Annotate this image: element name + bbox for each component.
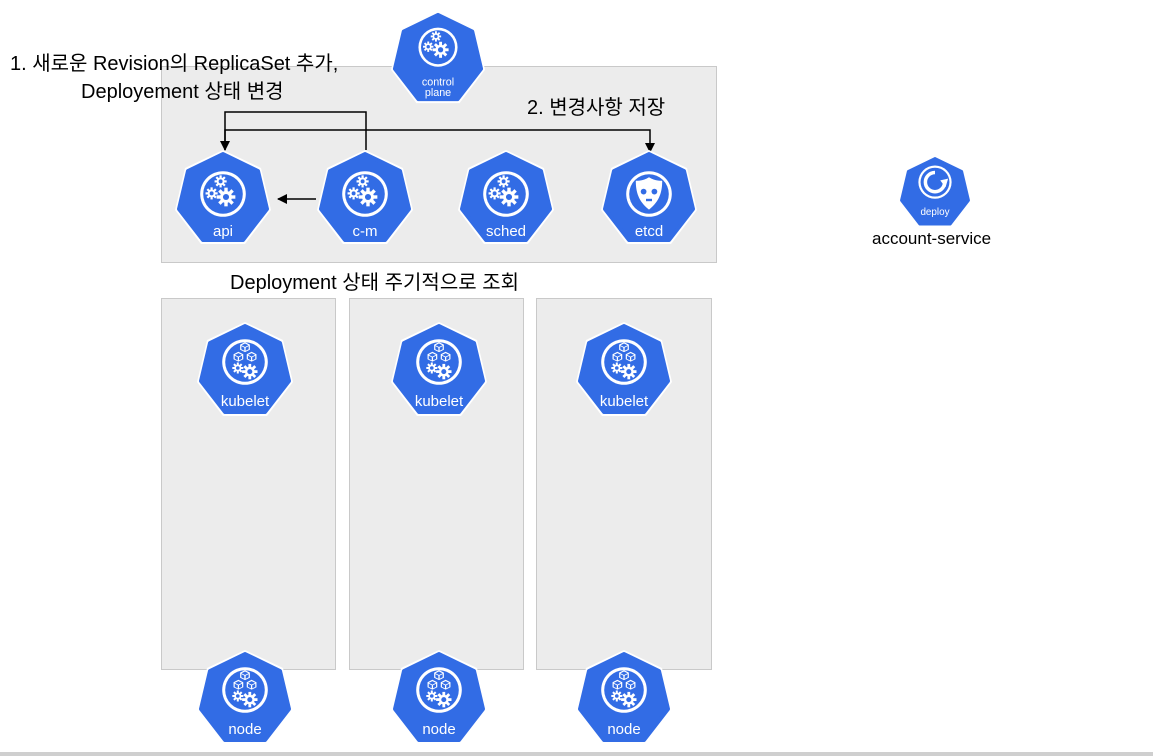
arrow-cm-to-api-top [220,111,367,151]
kubelet-badge-2: kubelet [389,320,489,420]
gears-icon [342,171,388,217]
node-icon [601,667,647,713]
deploy-icon [917,164,953,200]
kubelet-badge-1: kubelet [195,320,295,420]
deploy-badge: deploy [897,154,973,230]
control-plane-label-2: plane [425,87,451,99]
annotation-step2: 2. 변경사항 저장 [527,97,666,119]
kubelet-label-3: kubelet [600,393,649,410]
control-plane-label-1: control [422,76,454,88]
node-badge-2: node [389,648,489,748]
annotation-step1-line2: Deployement 상태 변경 [81,81,284,103]
node-label-1: node [228,721,261,738]
control-plane-badge: control plane [389,9,487,107]
cm-label: c-m [353,223,378,240]
node-icon [416,667,462,713]
annotation-poll: Deployment 상태 주기적으로 조회 [230,272,519,294]
deploy-icon-label: deploy [920,207,949,218]
node-label-2: node [422,721,455,738]
api-label: api [213,223,233,240]
kubelet-icon [601,339,647,385]
etcd-label: etcd [635,223,663,240]
node-label-3: node [607,721,640,738]
annotation-step1-line1: 1. 새로운 Revision의 ReplicaSet 추가, [10,53,339,75]
etcd-robot-icon [626,171,672,217]
scheduler-badge: sched [456,148,556,248]
gears-icon [483,171,529,217]
node-icon [222,667,268,713]
gears-icon [200,171,246,217]
etcd-badge: etcd [599,148,699,248]
api-server-badge: api [173,148,273,248]
node-badge-1: node [195,648,295,748]
controller-manager-badge: c-m [315,148,415,248]
arrow-api-to-etcd [224,129,655,153]
kubelet-label-1: kubelet [221,393,270,410]
kubelet-icon [222,339,268,385]
kubelet-icon [416,339,462,385]
deploy-name: account-service [872,229,992,248]
node-badge-3: node [574,648,674,748]
sched-label: sched [486,223,526,240]
kubelet-label-2: kubelet [415,393,464,410]
kubelet-badge-3: kubelet [574,320,674,420]
bottom-divider [0,752,1153,756]
